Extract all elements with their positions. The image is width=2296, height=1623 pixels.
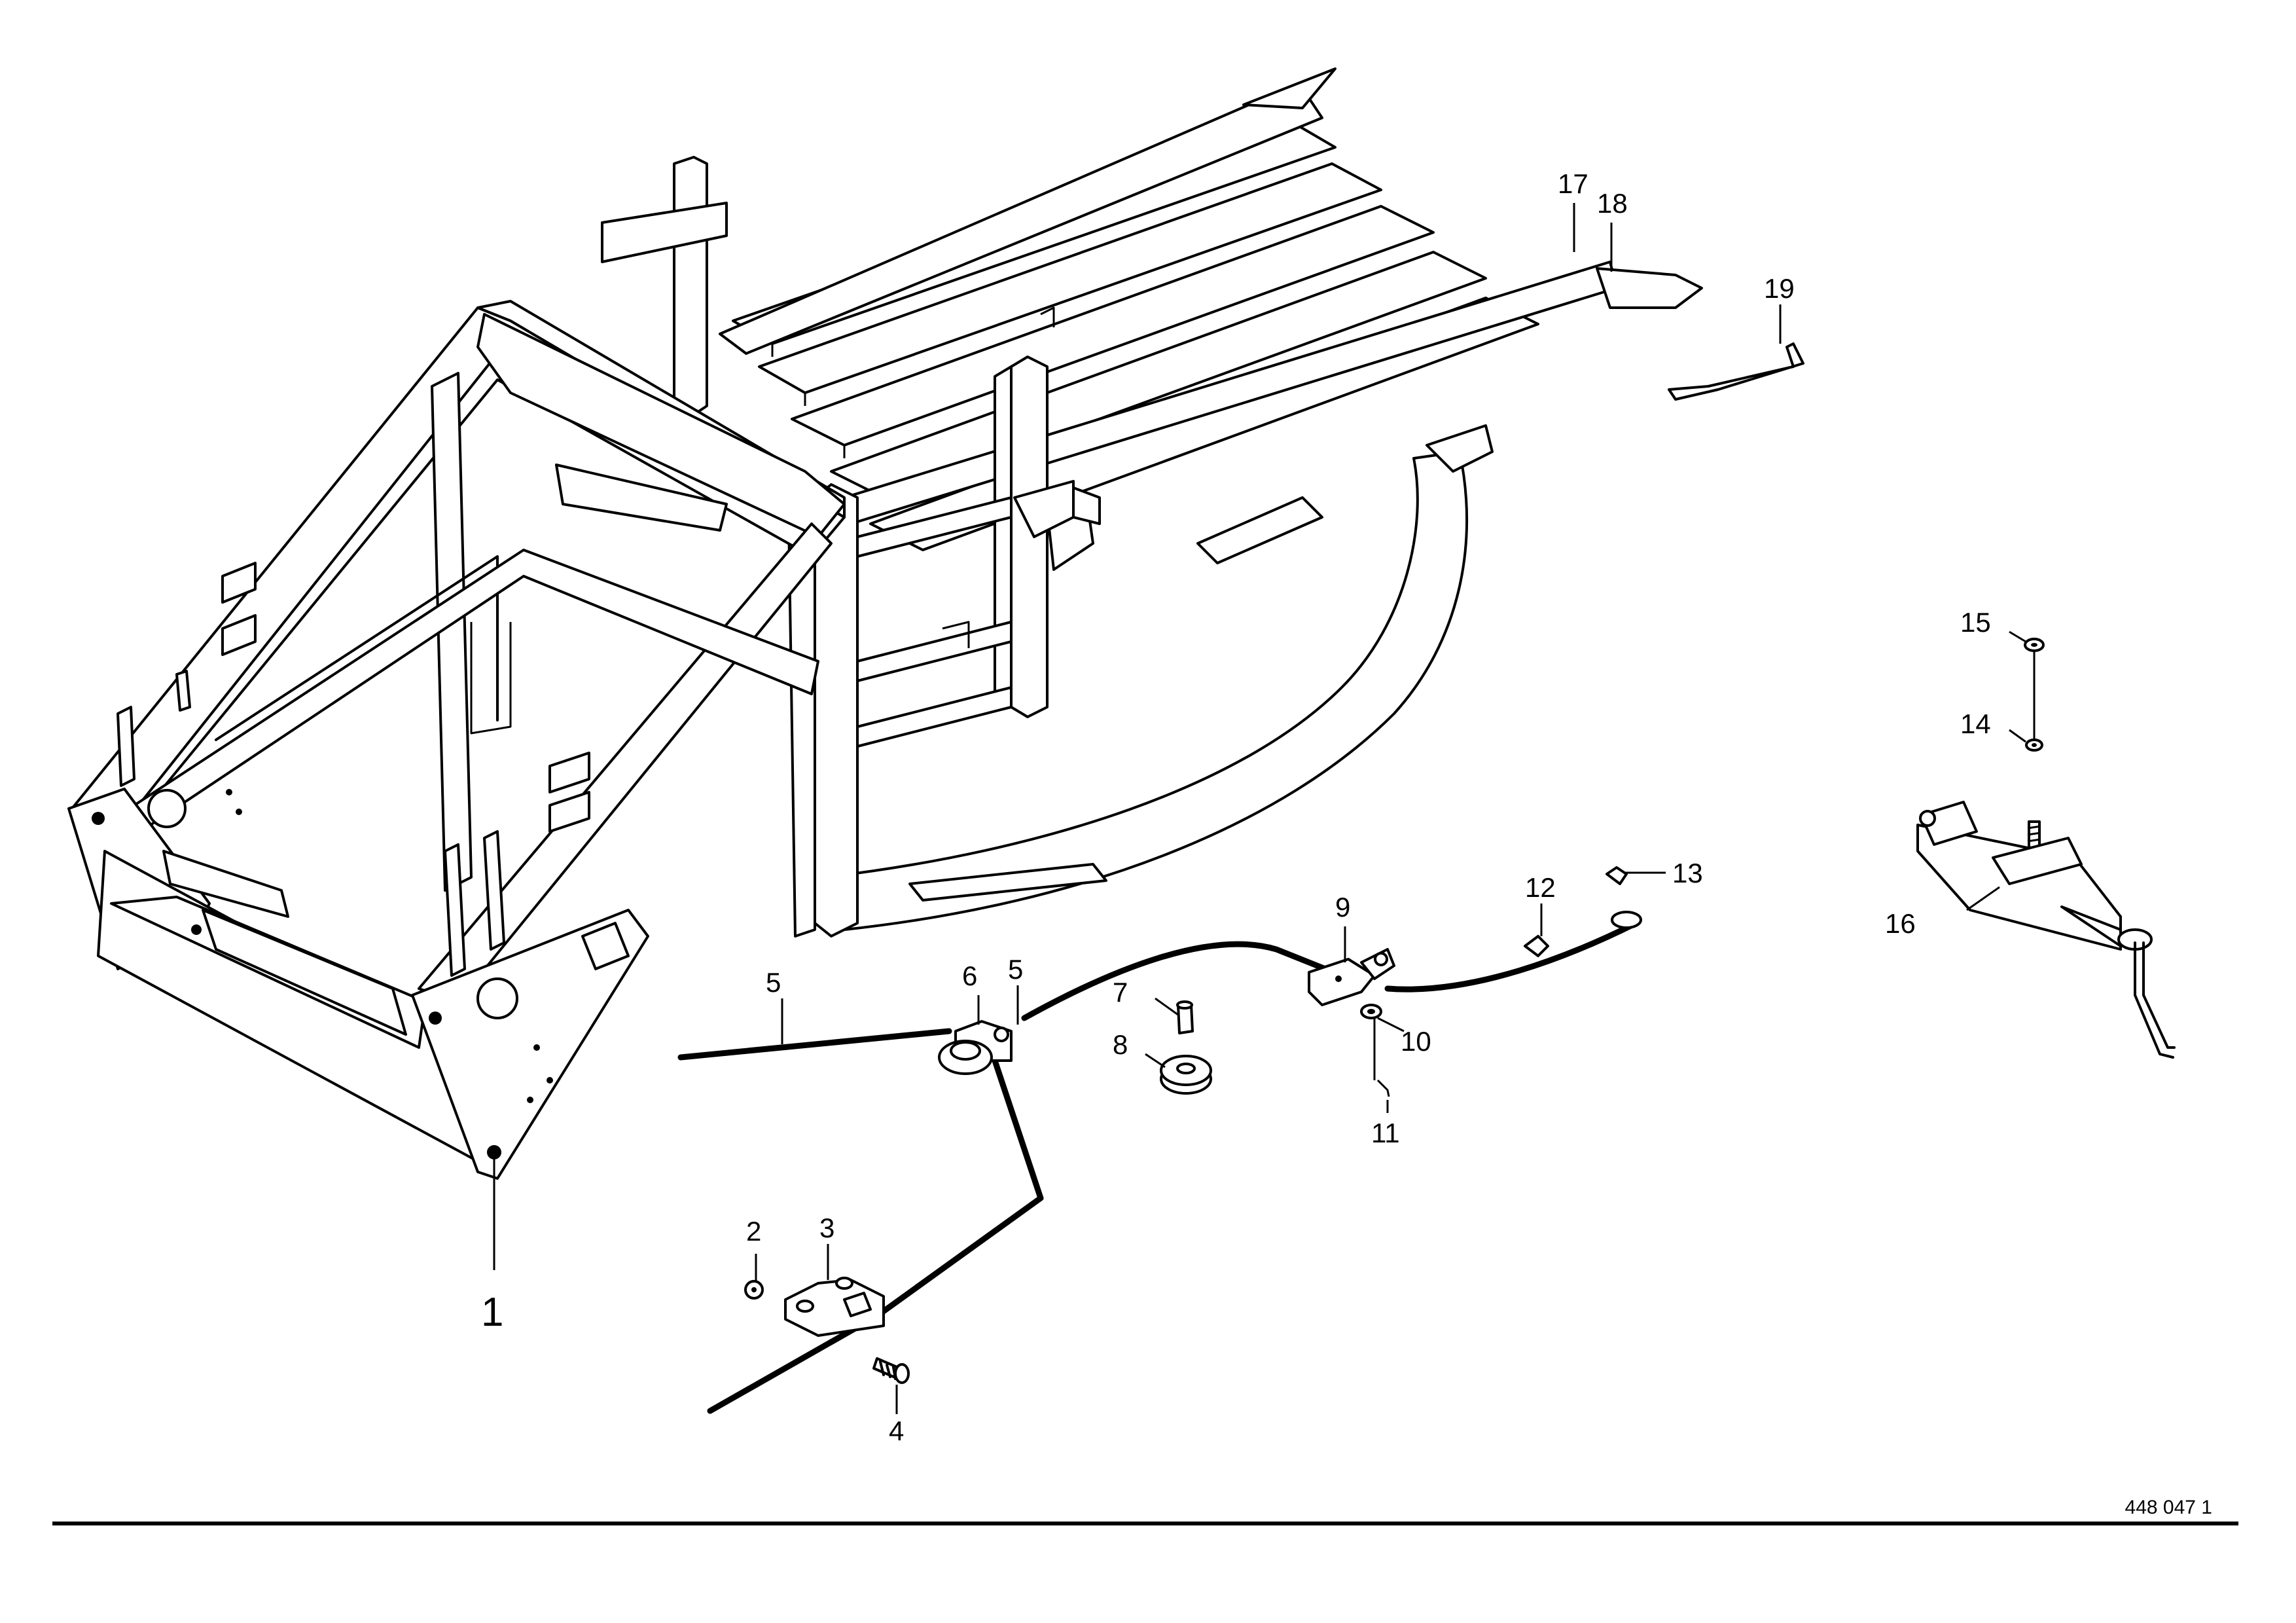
label-13: 13 bbox=[1672, 858, 1703, 888]
drawing-number: 448 047 1 bbox=[2125, 1497, 2212, 1518]
pin-part-7 bbox=[1176, 1000, 1194, 1034]
jack-part-16 bbox=[1916, 801, 2176, 1059]
label-5b: 5 bbox=[1008, 954, 1023, 985]
label-10: 10 bbox=[1401, 1026, 1431, 1057]
cable-end-part-13 bbox=[1605, 866, 1642, 929]
label-5a: 5 bbox=[766, 967, 781, 998]
split-pin-part-11 bbox=[1376, 1079, 1390, 1097]
label-6: 6 bbox=[962, 960, 977, 991]
label-3: 3 bbox=[819, 1213, 834, 1243]
pulley-part-6 bbox=[938, 1020, 1013, 1075]
bracket-part-9 bbox=[1308, 948, 1395, 1006]
label-12: 12 bbox=[1525, 872, 1556, 903]
label-4: 4 bbox=[889, 1415, 904, 1446]
main-frame bbox=[67, 67, 1703, 1180]
label-2: 2 bbox=[746, 1216, 761, 1247]
label-19: 19 bbox=[1764, 273, 1795, 304]
label-17: 17 bbox=[1558, 168, 1588, 199]
label-7: 7 bbox=[1113, 977, 1128, 1008]
label-9: 9 bbox=[1335, 892, 1350, 922]
label-11: 11 bbox=[1371, 1118, 1400, 1148]
nut-part-2 bbox=[744, 1280, 764, 1300]
cable-assembly bbox=[677, 920, 1640, 1414]
cable-segment-right bbox=[1021, 941, 1345, 1021]
label-14: 14 bbox=[1960, 708, 1991, 739]
roller-part-8 bbox=[1160, 1055, 1212, 1095]
label-15: 15 bbox=[1960, 607, 1991, 638]
label-18: 18 bbox=[1597, 188, 1628, 219]
part-labels: 1 2 3 4 5 5 6 7 8 9 10 11 12 13 14 15 16… bbox=[481, 168, 1991, 1446]
nut-part-12 bbox=[1524, 935, 1549, 957]
label-1: 1 bbox=[481, 1290, 503, 1335]
label-8: 8 bbox=[1113, 1029, 1128, 1060]
cable-segment-down bbox=[707, 1057, 1044, 1414]
hitch-part-19 bbox=[1668, 342, 1804, 401]
label-16: 16 bbox=[1885, 908, 1916, 939]
bolt-part-4 bbox=[872, 1357, 910, 1384]
leader-lines bbox=[493, 203, 2026, 1414]
cable-segment-end bbox=[1384, 920, 1640, 993]
stud-parts-14-15 bbox=[2024, 638, 2045, 859]
washer-part-10 bbox=[1360, 1004, 1382, 1019]
guide-part-3 bbox=[784, 1277, 885, 1337]
cable-segment-left bbox=[677, 1028, 952, 1061]
